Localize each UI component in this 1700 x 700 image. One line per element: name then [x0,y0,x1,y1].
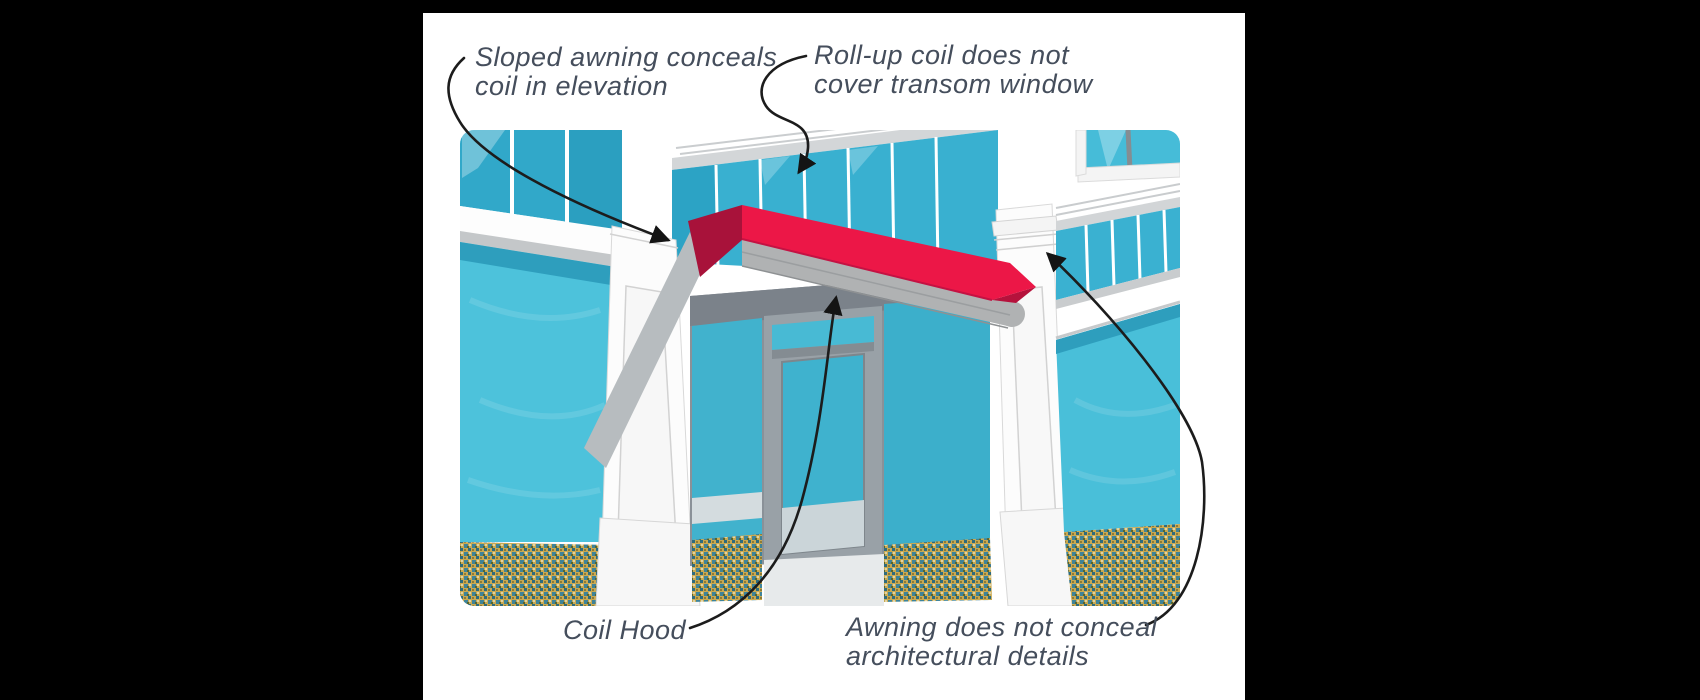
label-line: coil in elevation [475,70,669,101]
label-line: Sloped awning conceals [475,42,778,72]
annotation-arrows [447,54,1206,630]
upper-floor-window [1075,130,1180,183]
entry-recess [690,272,992,606]
arrow-awning-details [1045,252,1206,627]
label-line: cover transom window [814,68,1093,99]
recess-left-glass [692,318,762,540]
right-storefront-section [1055,183,1180,606]
awning-tip-underside [992,287,1036,303]
entry-door [764,306,882,568]
arrow-roll-up-coil [760,54,817,175]
entry-floor [764,554,884,606]
storefront-drawing [460,130,1180,606]
arrow-sloped-awning [447,56,671,244]
awning-slope [742,205,1036,300]
left-display-window [460,242,622,542]
label-line: Coil Hood [563,615,687,645]
mosaic-bulkhead-left [460,542,612,606]
label-roll-up-coil: Roll-up coil does not cover transom wind… [814,41,1093,98]
label-line: Roll-up coil does not [814,40,1070,70]
right-display-window [1056,304,1180,532]
mosaic-bulkhead-right [1064,524,1180,606]
left-sign-band [460,206,622,268]
label-line: Awning does not conceal [846,612,1158,642]
awning-side-panel [688,205,742,277]
label-line: architectural details [846,640,1090,671]
coil-hood [741,238,1025,329]
awning-shadow [584,232,702,468]
label-sloped-awning: Sloped awning conceals coil in elevation [475,43,777,100]
awning [688,205,1036,329]
label-awning-details: Awning does not conceal architectural de… [846,613,1157,670]
label-coil-hood: Coil Hood [563,616,686,645]
recess-right-glass [884,296,990,545]
arrow-coil-hood [688,295,843,630]
